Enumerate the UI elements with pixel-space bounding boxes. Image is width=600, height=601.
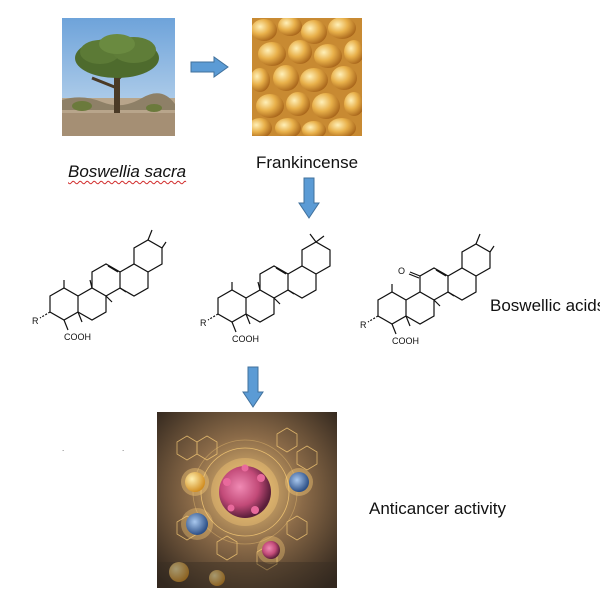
cooh-label: COOH: [232, 334, 259, 344]
species-label: Boswellia sacra: [68, 162, 186, 182]
tree-photo: [62, 18, 175, 136]
frankincense-label: Frankincense: [256, 153, 359, 172]
boswellic-acid-structure-2: R COOH: [196, 230, 336, 350]
species-text: Boswellia sacra: [68, 162, 187, 181]
anticancer-label: Anticancer activity: [369, 499, 506, 518]
keto-label: O: [398, 266, 405, 276]
r-group-label: R: [200, 318, 207, 328]
r-group-label: R: [32, 316, 39, 326]
boswellic-acids-label: Boswellic acids: [490, 296, 600, 315]
boswellic-acid-structure-1: R COOH: [28, 228, 168, 348]
anticancer-illustration: [157, 412, 337, 588]
cooh-label: COOH: [392, 336, 419, 346]
arrow-down-icon: [242, 366, 264, 408]
stray-dot: .: [62, 444, 65, 453]
frankincense-photo: [248, 16, 364, 139]
boswellic-acid-structure-3: O R COOH: [356, 232, 496, 352]
cooh-label: COOH: [64, 332, 91, 342]
arrow-down-icon: [298, 177, 320, 219]
stray-dot: .: [122, 444, 125, 453]
r-group-label: R: [360, 320, 367, 330]
arrow-right-icon: [190, 56, 230, 78]
